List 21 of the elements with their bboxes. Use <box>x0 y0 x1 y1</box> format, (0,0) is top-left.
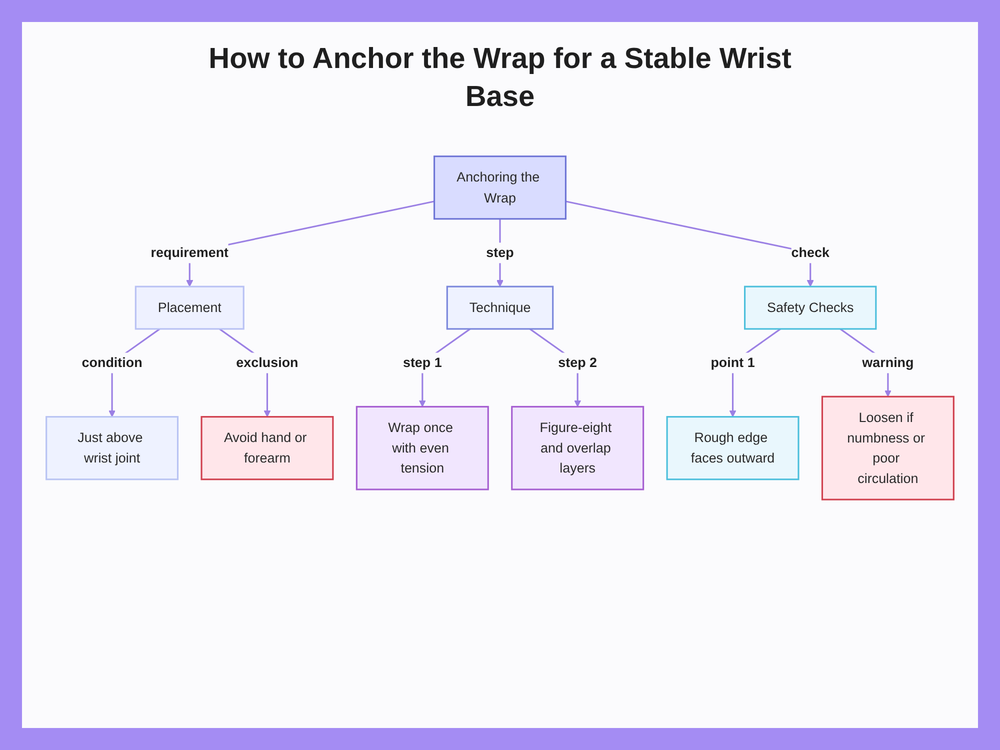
edge-label: condition <box>82 355 142 370</box>
node-box: Technique <box>446 286 554 330</box>
edge-label: requirement <box>150 245 229 260</box>
edge-label: step <box>486 245 514 260</box>
node-box: Placement <box>134 286 244 330</box>
arrow <box>566 200 814 287</box>
node-box: Avoid hand or forearm <box>200 416 334 480</box>
edge-label: point 1 <box>710 355 755 370</box>
edge-label: check <box>791 245 830 260</box>
node-box: Just above wrist joint <box>46 416 179 480</box>
node-box: Anchoring the Wrap <box>434 156 566 220</box>
node-box: Loosen if numbness or poor circulation <box>821 396 954 500</box>
edge-label: step 2 <box>558 355 598 370</box>
diagram-title: How to Anchor the Wrap for a Stable Wrist Base <box>208 42 792 115</box>
node-box: Figure-eight and overlap layers <box>511 406 644 490</box>
edge-label: step 1 <box>402 355 442 370</box>
node-box: Wrap once with even tension <box>356 406 489 490</box>
edge-label: warning <box>862 355 914 370</box>
node-box: Rough edge faces outward <box>666 416 800 480</box>
node-box: Safety Checks <box>744 286 877 330</box>
edge-label: exclusion <box>236 355 298 370</box>
